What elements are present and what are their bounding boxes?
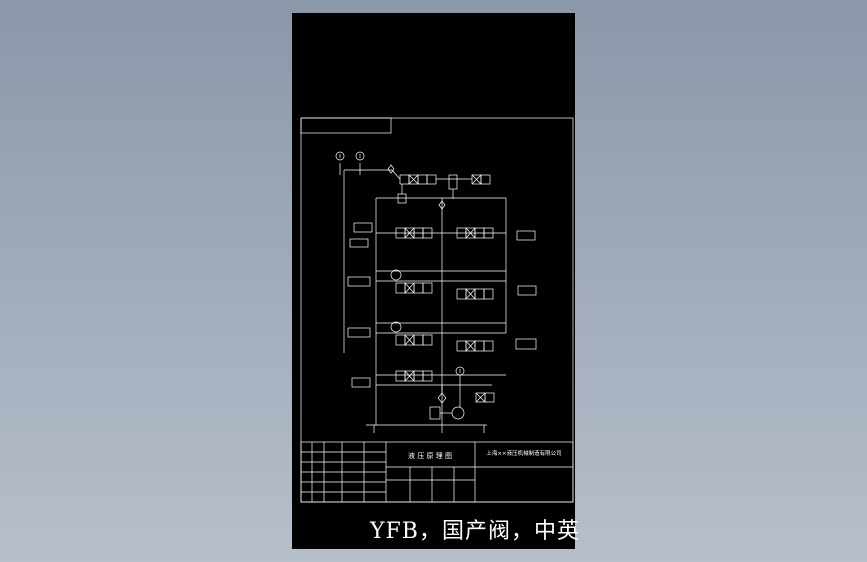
title-block (300, 441, 574, 503)
valve-row-4 (351, 370, 495, 403)
top-valve-group (387, 164, 491, 210)
gauge-icon (335, 151, 465, 376)
main-lines (339, 163, 507, 433)
caption-text: YFB，国产阀，中英 (370, 519, 580, 544)
drawing-title: 液 压 原 理 图 (408, 451, 452, 460)
frame-corner-box (300, 117, 392, 134)
valve-row-1 (349, 222, 536, 248)
distribution-lines (376, 232, 506, 386)
company-name: 上海××液压机械制造有限公司 (486, 449, 561, 457)
hydraulic-schematic: 液 压 原 理 图 上海××液压机械制造有限公司 (300, 117, 574, 503)
valve-row-3 (347, 327, 537, 352)
valve-row-2 (347, 276, 537, 300)
pump-unit (429, 375, 465, 420)
drawing-sheet: 液 压 原 理 图 上海××液压机械制造有限公司 YFB，国产阀，中英 (292, 13, 579, 549)
